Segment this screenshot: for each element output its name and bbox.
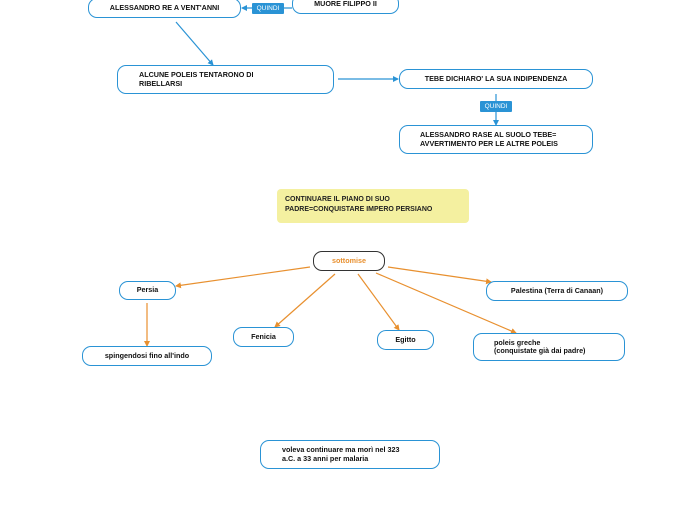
connector-label-quindi: QUINDI [252,3,284,14]
node-label: Fenicia [251,331,276,341]
node-label: sottomise [332,255,366,265]
connector-label-quindi: QUINDI [480,101,512,112]
node-label: ALESSANDRO RASE AL SUOLO TEBE= AVVERTIME… [420,130,558,148]
node-tebe-rasa[interactable]: ALESSANDRO RASE AL SUOLO TEBE= AVVERTIME… [399,125,593,154]
node-label: ALCUNE POLEIS TENTARONO DI RIBELLARSI [139,70,254,88]
node-label: Persia [136,285,159,295]
node-sottomise[interactable]: sottomise [313,251,385,271]
node-label: Egitto [395,334,416,344]
node-alessandro-re[interactable]: ALESSANDRO RE A VENT'ANNI [88,0,241,18]
node-label: poleis greche (conquistate già dai padre… [494,337,586,355]
note-continuare-piano: CONTINUARE IL PIANO DI SUO PADRE=CONQUIS… [277,189,469,223]
node-persia[interactable]: Persia [119,281,176,300]
node-poleis-greche[interactable]: poleis greche (conquistate già dai padre… [473,333,625,361]
link-sottomise-to-egitto [357,273,400,331]
node-fenicia[interactable]: Fenicia [233,327,294,347]
node-label: TEBE DICHIARO' LA SUA INDIPENDENZA [424,73,568,83]
node-label: voleva continuare ma morì nel 323 a.C. a… [282,445,400,463]
node-poleis-ribellarsi[interactable]: ALCUNE POLEIS TENTARONO DI RIBELLARSI [117,65,334,94]
node-tebe-indipendenza[interactable]: TEBE DICHIARO' LA SUA INDIPENDENZA [399,69,593,89]
link-alessandro-to-poleis [175,21,214,66]
node-muore-filippo[interactable]: MUORE FILIPPO II [292,0,399,14]
node-palestina[interactable]: Palestina (Terra di Canaan) [486,281,628,301]
link-sottomise-to-fenicia [274,273,336,328]
link-sottomise-to-poleis-greche [375,272,517,334]
node-label: MUORE FILIPPO II [314,0,377,8]
node-egitto[interactable]: Egitto [377,330,434,350]
link-sottomise-to-palestina [387,266,492,285]
node-morte[interactable]: voleva continuare ma morì nel 323 a.C. a… [260,440,440,469]
node-label: Palestina (Terra di Canaan) [510,285,604,295]
node-label: ALESSANDRO RE A VENT'ANNI [109,2,220,12]
node-label: spingendosi fino all'indo [104,350,190,360]
node-spingendosi[interactable]: spingendosi fino all'indo [82,346,212,366]
link-sottomise-to-persia [175,266,311,289]
